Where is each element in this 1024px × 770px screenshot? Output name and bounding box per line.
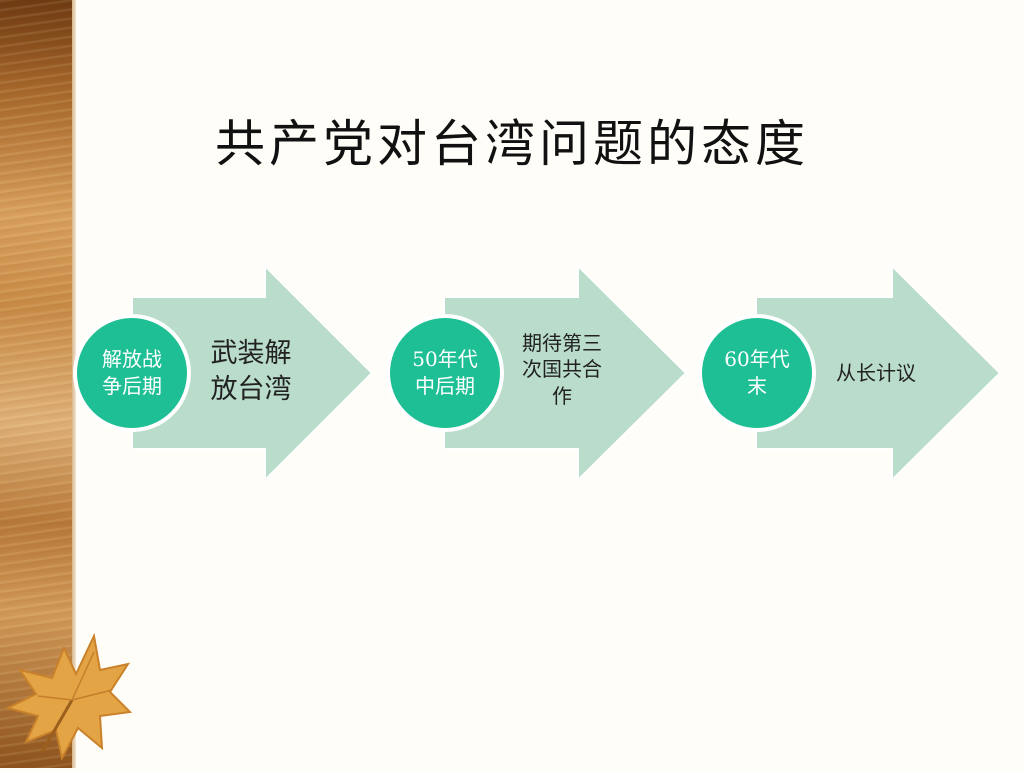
period-circle-2 [386,314,504,432]
period-label-3: 60年代 末 [724,347,790,398]
wood-strip-edge [72,0,76,768]
maple-leaf-icon [5,632,132,761]
arrow-shape-3 [755,263,1002,483]
step-description-3: 从长计议 [836,361,916,385]
period-label-1: 解放战 争后期 [102,347,162,398]
period-label-2: 50年代 中后期 [412,347,478,398]
arrow-shape-2 [443,263,688,483]
period-circle-1 [73,314,191,432]
page-title: 共产党对台湾问题的态度 [215,115,809,173]
arrow-shape-1 [131,263,374,483]
step-description-1: 武装解 放台湾 [210,338,292,405]
wood-grain-strip [0,0,72,768]
period-circle-3 [698,314,816,432]
step-description-2: 期待第三 次国共合 作 [522,331,602,408]
